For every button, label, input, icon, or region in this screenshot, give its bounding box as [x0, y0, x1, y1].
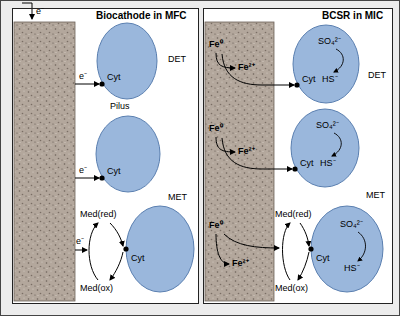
cell-ellipse: Cyt — [95, 115, 161, 193]
cell-outline — [95, 115, 161, 193]
annotation-label: Med(red) — [275, 209, 312, 220]
panel: BCSR in MICCytSO₄²⁻HS⁻CytSO₄²⁻HS⁻CytSO₄²… — [203, 8, 393, 304]
cell-label: SO₄²⁻ — [340, 219, 363, 230]
annotation-label: Fe⁰ — [209, 39, 223, 50]
annotation-label: Pilus — [110, 101, 130, 112]
panel-title: Biocathode in MFC — [96, 10, 187, 21]
cell-label: Cyt — [107, 166, 121, 177]
annotation-label: Fe⁰ — [209, 220, 223, 231]
cell-label: Cyt — [316, 253, 330, 264]
annotation-label: Med(ox) — [80, 283, 113, 294]
cell-outline — [96, 22, 158, 100]
cell-ellipse: Cyt SO₄²⁻ HS⁻ — [290, 108, 360, 188]
cell-ellipse: Cyt SO₄²⁻ HS⁻ — [292, 24, 360, 104]
cell-label: Cyt — [302, 74, 316, 85]
annotation-label: Fe⁰ — [209, 123, 223, 134]
cell-label: Cyt — [300, 158, 314, 169]
annotation-label: e⁻ — [36, 6, 44, 17]
cell-label: Cyt — [107, 72, 121, 83]
annotation-label: e⁻ — [76, 236, 84, 247]
panel-title: BCSR in MIC — [322, 10, 383, 21]
annotation-label: e⁻ — [79, 71, 87, 82]
annotation-label: Fe²⁺ — [238, 146, 255, 157]
annotation-label: MET — [366, 190, 385, 201]
annotation-label: Med(red) — [80, 209, 117, 220]
annotation-label: Med(ox) — [275, 283, 308, 294]
cell-ellipse: Cyt — [125, 205, 195, 293]
cell-label: SO₄²⁻ — [318, 36, 341, 47]
cell-label: HS⁻ — [320, 158, 336, 169]
cell-outline — [310, 205, 384, 293]
annotation-label: Fe²⁺ — [238, 62, 255, 73]
annotation-label: DET — [168, 54, 186, 65]
panel: Biocathode in MFCCytCytCyt — [12, 8, 199, 304]
cell-label: Cyt — [131, 253, 145, 264]
annotation-label: DET — [368, 70, 386, 81]
cell-label: SO₄²⁻ — [316, 120, 339, 131]
annotation-label: e⁻ — [79, 165, 87, 176]
cell-outline — [125, 205, 195, 293]
annotation-label: MET — [168, 192, 187, 203]
cell-label: HS⁻ — [322, 74, 338, 85]
cell-label: HS⁻ — [344, 263, 360, 274]
cell-ellipse: Cyt — [96, 22, 158, 100]
cell-ellipse: Cyt SO₄²⁻ HS⁻ — [310, 205, 384, 293]
annotation-label: Fe²⁺ — [232, 258, 249, 269]
